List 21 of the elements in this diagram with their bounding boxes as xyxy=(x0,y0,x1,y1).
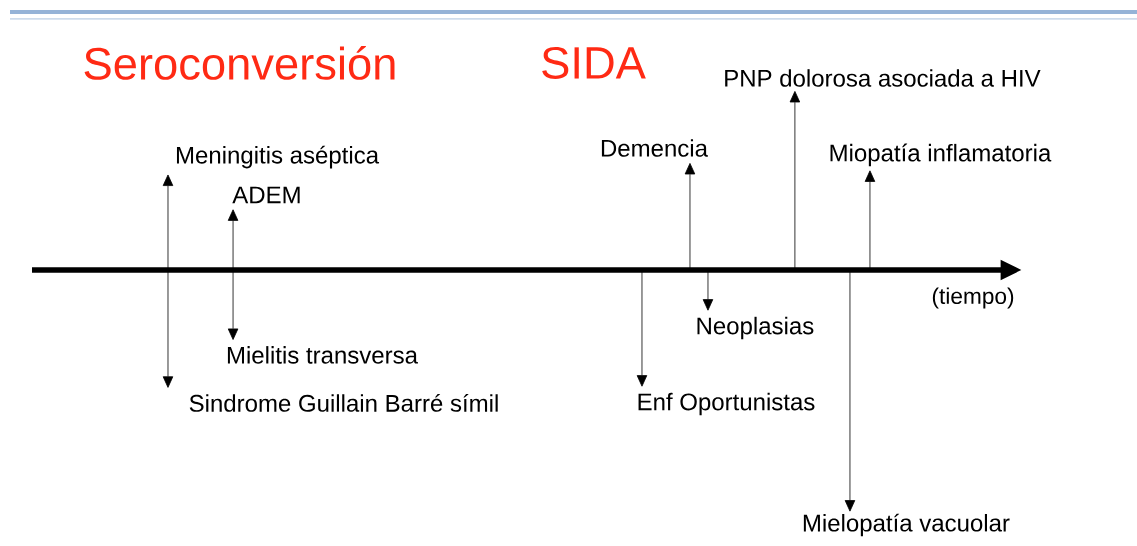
event-label: Sindrome Guillain Barré símil xyxy=(189,394,498,412)
arrow xyxy=(636,269,648,387)
event-label: Mielitis transversa xyxy=(227,346,418,364)
heading: Seroconversión xyxy=(84,46,395,80)
arrow xyxy=(227,209,239,340)
arrow xyxy=(844,269,856,512)
event-label: Miopatía inflamatoria xyxy=(830,143,1052,167)
heading: SIDA xyxy=(542,46,646,79)
event-label: Demencia xyxy=(601,139,708,157)
event-label: PNP dolorosa asociada a HIV xyxy=(725,69,1041,87)
arrow xyxy=(702,269,714,311)
axis-label: (tiempo) xyxy=(932,287,1014,309)
event-label: Enf Oportunistas xyxy=(638,392,815,416)
event-label: Neoplasias xyxy=(697,316,814,340)
arrow xyxy=(162,174,174,388)
arrow xyxy=(789,91,801,271)
event-label: Mielopatía vacuolar xyxy=(803,513,1010,537)
event-label: Meningitis aséptica xyxy=(176,145,380,169)
arrow xyxy=(864,170,876,271)
arrow xyxy=(684,163,696,271)
event-label: ADEM xyxy=(232,186,300,204)
